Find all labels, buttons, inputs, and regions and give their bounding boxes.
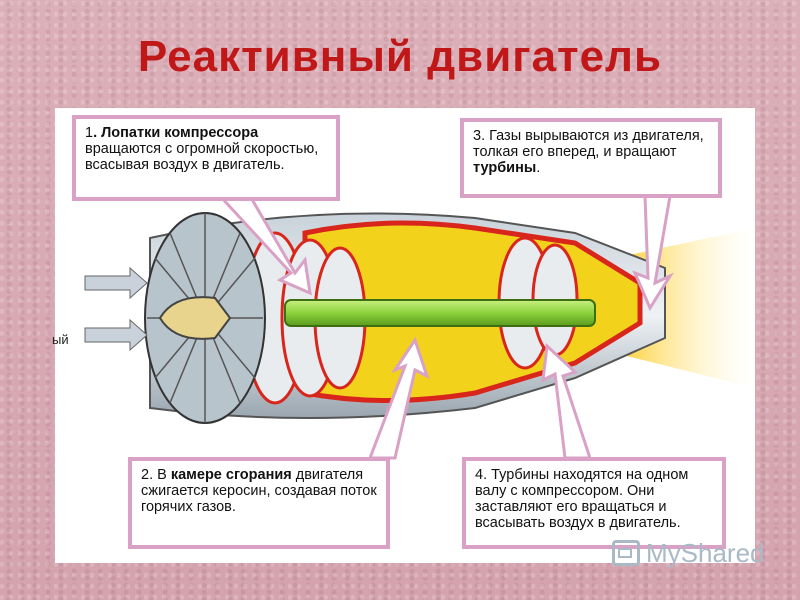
callout-combustion: 2. В камере сгорания двигателя сжигается… bbox=[128, 457, 390, 549]
slide-title: Реактивный двигатель bbox=[137, 32, 663, 81]
callout-heading: турбины bbox=[473, 160, 537, 176]
pointer-arrow-icon bbox=[632, 194, 674, 312]
callout-compressor: 1. Лопатки компрессора вращаются с огром… bbox=[72, 115, 340, 201]
callout-text: двигателя сжигается керосин, создавая по… bbox=[141, 467, 377, 515]
callout-number: 1 bbox=[85, 125, 94, 141]
watermark-text: MyShared bbox=[646, 537, 765, 568]
callout-text-end: . bbox=[536, 160, 541, 176]
callout-heading: камере сгорания bbox=[170, 467, 292, 483]
side-text-fragment: ый bbox=[52, 332, 69, 347]
main-shaft bbox=[284, 299, 596, 327]
pointer-arrow-icon bbox=[216, 194, 312, 296]
callout-text: 3. Газы вырываются из двигателя, толкая … bbox=[473, 128, 704, 160]
callout-number: 2. В bbox=[141, 467, 171, 483]
callout-text: вращаются с огромной скоростью, всасывая… bbox=[85, 141, 319, 173]
jet-engine-diagram bbox=[84, 194, 755, 460]
callout-text: 4. Турбины находятся на одном валу с ком… bbox=[475, 467, 689, 531]
callout-heading: . Лопатки компрессора bbox=[93, 125, 259, 141]
nose-cone bbox=[158, 296, 232, 340]
intake-arrow-icon bbox=[84, 318, 148, 352]
callout-turbines: 4. Турбины находятся на одном валу с ком… bbox=[462, 457, 726, 549]
presentation-icon bbox=[612, 540, 640, 566]
pointer-arrow-icon bbox=[367, 336, 430, 460]
watermark: MyShared bbox=[612, 538, 765, 568]
intake-arrow-icon bbox=[84, 266, 148, 300]
callout-exhaust: 3. Газы вырываются из двигателя, толкая … bbox=[460, 118, 722, 198]
pointer-arrow-icon bbox=[541, 342, 593, 460]
